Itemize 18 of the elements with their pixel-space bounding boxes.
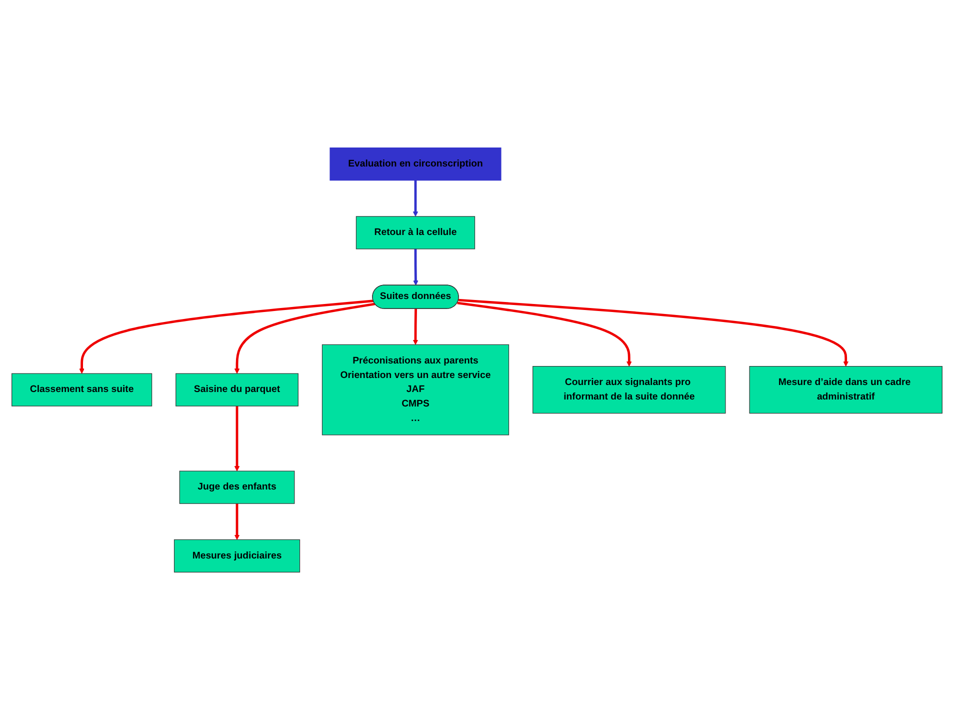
node-box: Juge des enfants bbox=[179, 470, 295, 504]
node-box: Saisine du parquet bbox=[176, 373, 298, 406]
arrow bbox=[412, 308, 418, 345]
arrow bbox=[79, 300, 374, 374]
arrow bbox=[234, 302, 376, 374]
arrow bbox=[234, 504, 240, 540]
arrow bbox=[457, 302, 632, 367]
node-box: Retour à la cellule bbox=[356, 216, 476, 250]
node-box: Préconisations aux parents Orientation vers un autre service JAF CMPS … bbox=[322, 344, 510, 436]
arrow bbox=[413, 248, 418, 286]
arrow bbox=[458, 298, 848, 367]
arrow bbox=[412, 180, 418, 217]
node-box: Mesure d’aide dans un cadre administratif bbox=[749, 366, 942, 414]
node-box: Evaluation en circonscription bbox=[330, 148, 502, 181]
node-box: Classement sans suite bbox=[12, 373, 152, 406]
node-box: Courrier aux signalants pro informant de la suite donnée bbox=[532, 366, 726, 414]
node-box: Mesures judiciaires bbox=[174, 539, 300, 572]
arrow bbox=[234, 406, 240, 472]
